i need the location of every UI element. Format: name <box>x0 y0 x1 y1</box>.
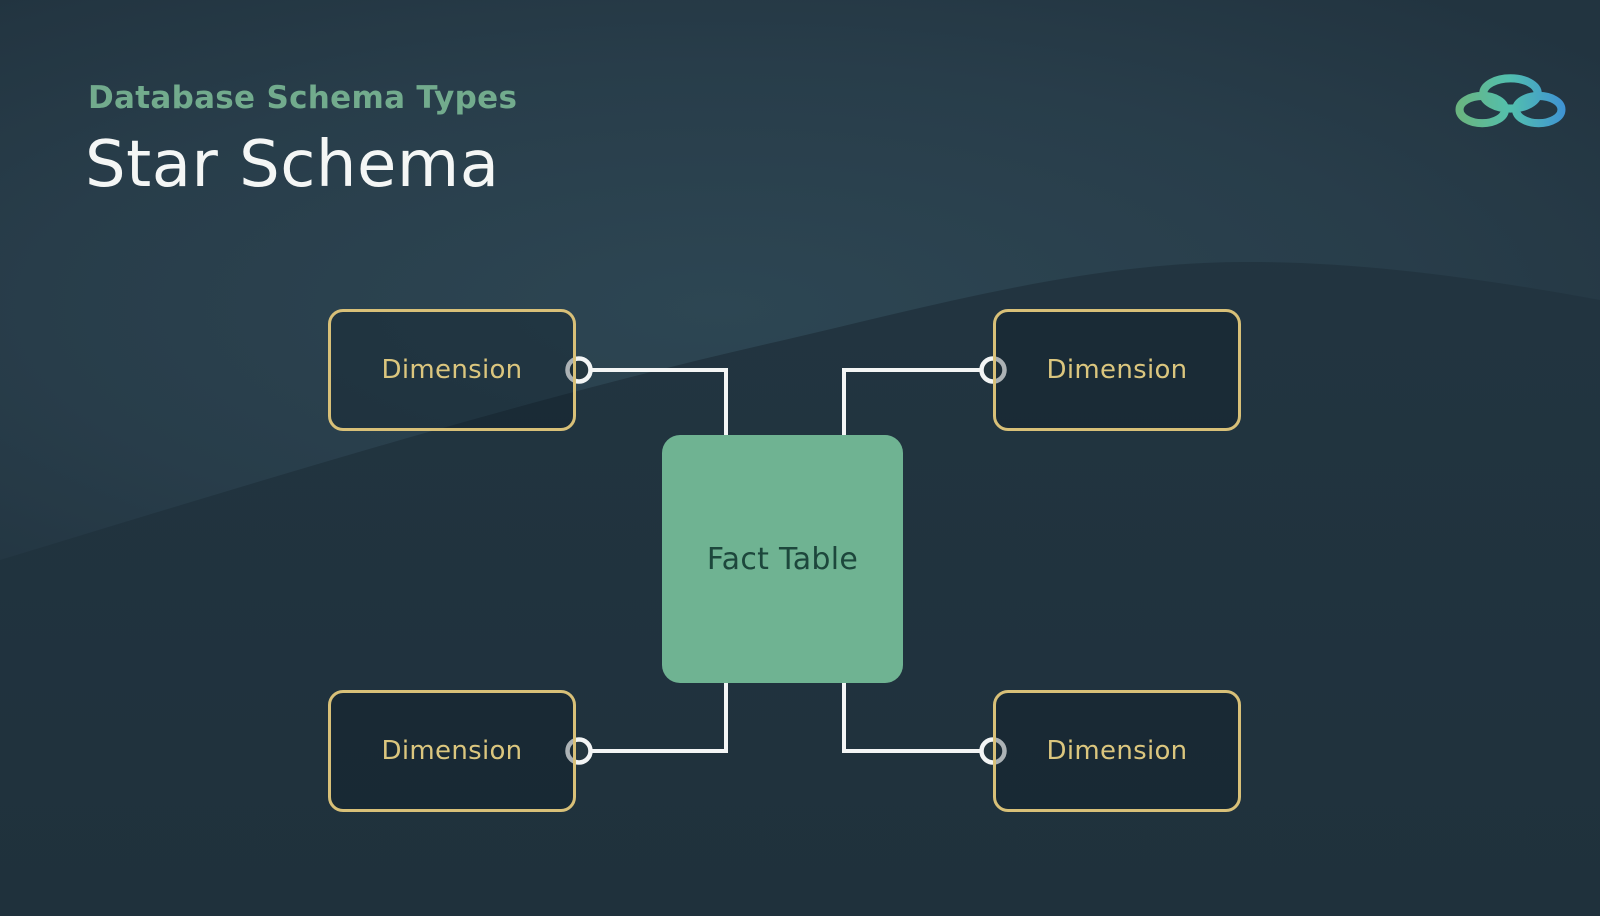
fact-table-label: Fact Table <box>706 541 859 577</box>
dimension-box-top-right: Dimension <box>993 309 1241 431</box>
eyebrow-title: Database Schema Types <box>88 80 518 116</box>
fact-table-box: Fact Table <box>662 435 903 683</box>
connector-line-top-left <box>590 368 728 438</box>
connector-line-top-right <box>842 368 982 438</box>
dimension-label: Dimension <box>381 736 523 766</box>
dimension-label: Dimension <box>1046 736 1188 766</box>
dimension-label: Dimension <box>381 355 523 385</box>
logo-loop-top <box>1479 74 1542 113</box>
page-title: Star Schema <box>85 128 500 202</box>
dimension-box-bottom-left: Dimension <box>328 690 576 812</box>
connector-line-bottom-left <box>590 680 728 753</box>
background-light-band <box>0 0 1600 560</box>
dimension-box-bottom-right: Dimension <box>993 690 1241 812</box>
brand-logo-icon <box>1455 74 1566 128</box>
dimension-label: Dimension <box>1046 355 1188 385</box>
dimension-box-top-left: Dimension <box>328 309 576 431</box>
connector-line-bottom-right <box>842 680 982 753</box>
